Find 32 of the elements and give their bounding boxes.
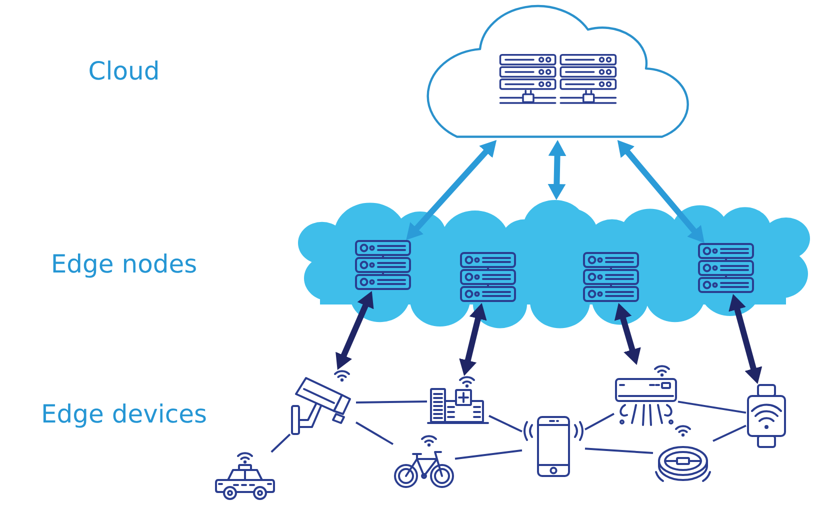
robot-vacuum-icon xyxy=(653,425,713,485)
server-icon xyxy=(583,252,639,303)
connector-line xyxy=(678,400,746,414)
connector-line xyxy=(356,400,428,404)
bicycle-icon xyxy=(393,435,455,490)
row-label: Cloud xyxy=(88,58,160,86)
connector-line xyxy=(454,449,522,460)
server-icon xyxy=(698,243,754,294)
double-arrow xyxy=(617,140,704,244)
connector-line xyxy=(584,448,654,454)
connector-line xyxy=(712,424,746,442)
double-arrow xyxy=(459,303,487,376)
double-arrow xyxy=(406,140,497,240)
connector-line xyxy=(488,414,522,432)
connector-line xyxy=(356,422,394,446)
double-arrow xyxy=(614,303,641,365)
server-icon xyxy=(355,240,411,291)
connector-line xyxy=(270,434,291,453)
double-arrow xyxy=(728,294,762,384)
cloud-shape xyxy=(298,200,812,330)
connector-line xyxy=(584,412,614,430)
hospital-icon xyxy=(427,376,489,426)
row-label: Edge nodes xyxy=(50,250,198,280)
smartphone-icon xyxy=(522,415,585,478)
air-conditioner-icon xyxy=(614,365,678,428)
server-icon xyxy=(460,252,516,303)
smartwatch-icon xyxy=(746,384,787,448)
taxi-icon xyxy=(214,452,276,502)
double-arrow xyxy=(336,290,374,370)
row-label: Edge devices xyxy=(41,400,207,430)
double-arrow xyxy=(548,140,566,200)
cloud-shape xyxy=(426,2,692,140)
